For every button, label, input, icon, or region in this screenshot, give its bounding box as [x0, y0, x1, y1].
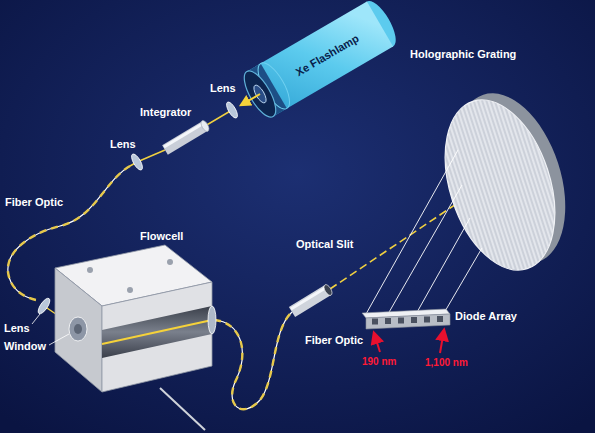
part-name: Diode Array [455, 310, 517, 323]
flowcell-housing [102, 320, 212, 344]
integrator [199, 119, 210, 132]
flowcell-housing [160, 388, 205, 430]
wavelength-arrow [440, 330, 444, 353]
lens [129, 152, 144, 171]
holographic-grating [424, 79, 586, 284]
leader-line [49, 334, 69, 345]
diode-array [385, 318, 391, 324]
dispersed-rays [388, 185, 462, 314]
flowcell-housing [102, 282, 212, 392]
light-path [137, 150, 165, 162]
dispersed-rays [444, 248, 482, 313]
lens [224, 100, 239, 119]
wavelength-arrow [374, 330, 444, 353]
light-path [205, 110, 232, 126]
optical-slit [291, 287, 327, 309]
fiber-optic [214, 312, 292, 409]
holographic-grating [425, 86, 574, 284]
diode-array [411, 317, 417, 323]
part-name: Fiber Optic [305, 334, 363, 347]
part-name: Flowcell [140, 230, 183, 243]
flowcell-housing [74, 324, 82, 334]
flowcell-housing [55, 245, 216, 430]
diode-array [437, 316, 443, 322]
optical-slit [292, 290, 328, 312]
dispersed-rays [366, 150, 482, 314]
wavelength-arrow [374, 333, 380, 352]
diode-array [372, 319, 378, 325]
diode-array [362, 309, 450, 329]
dispersed-rays [416, 218, 470, 314]
wavelength-label: 190 nm [362, 355, 396, 368]
integrator [164, 123, 204, 147]
part-name: Window [4, 340, 46, 353]
lens [36, 297, 52, 316]
flowcell-housing [208, 306, 216, 334]
part-name: Lens [4, 322, 30, 335]
part-name: Lens [210, 82, 236, 95]
flowcell-housing [167, 259, 173, 265]
part-name: Fiber Optic [5, 196, 63, 209]
part-name: Optical Slit [296, 238, 353, 251]
light-path [44, 110, 468, 329]
flowcell-housing [87, 267, 93, 273]
lamp-face [238, 67, 282, 122]
fiber-optic [214, 312, 292, 409]
integrator [164, 119, 211, 150]
integrator [165, 126, 205, 150]
leader-line [32, 314, 40, 324]
diode-array [366, 314, 450, 329]
flowcell-housing [69, 317, 87, 341]
optical-slit [322, 283, 333, 296]
diode-array [398, 318, 404, 324]
dispersed-rays [366, 150, 458, 314]
part-name: Lens [110, 138, 136, 151]
lamp-cylinder: Xe Flashlamp [222, 0, 412, 122]
flowcell-housing [55, 268, 102, 392]
diode-array [424, 317, 430, 323]
part-name: Integrator [140, 106, 191, 119]
flowcell-housing [127, 287, 133, 293]
part-name: Holographic Grating [410, 48, 516, 61]
optical-slit [291, 283, 334, 312]
flowcell-housing [102, 306, 212, 358]
wavelength-label: 1,100 nm [425, 356, 468, 369]
lamp-light-arrow [241, 94, 260, 105]
